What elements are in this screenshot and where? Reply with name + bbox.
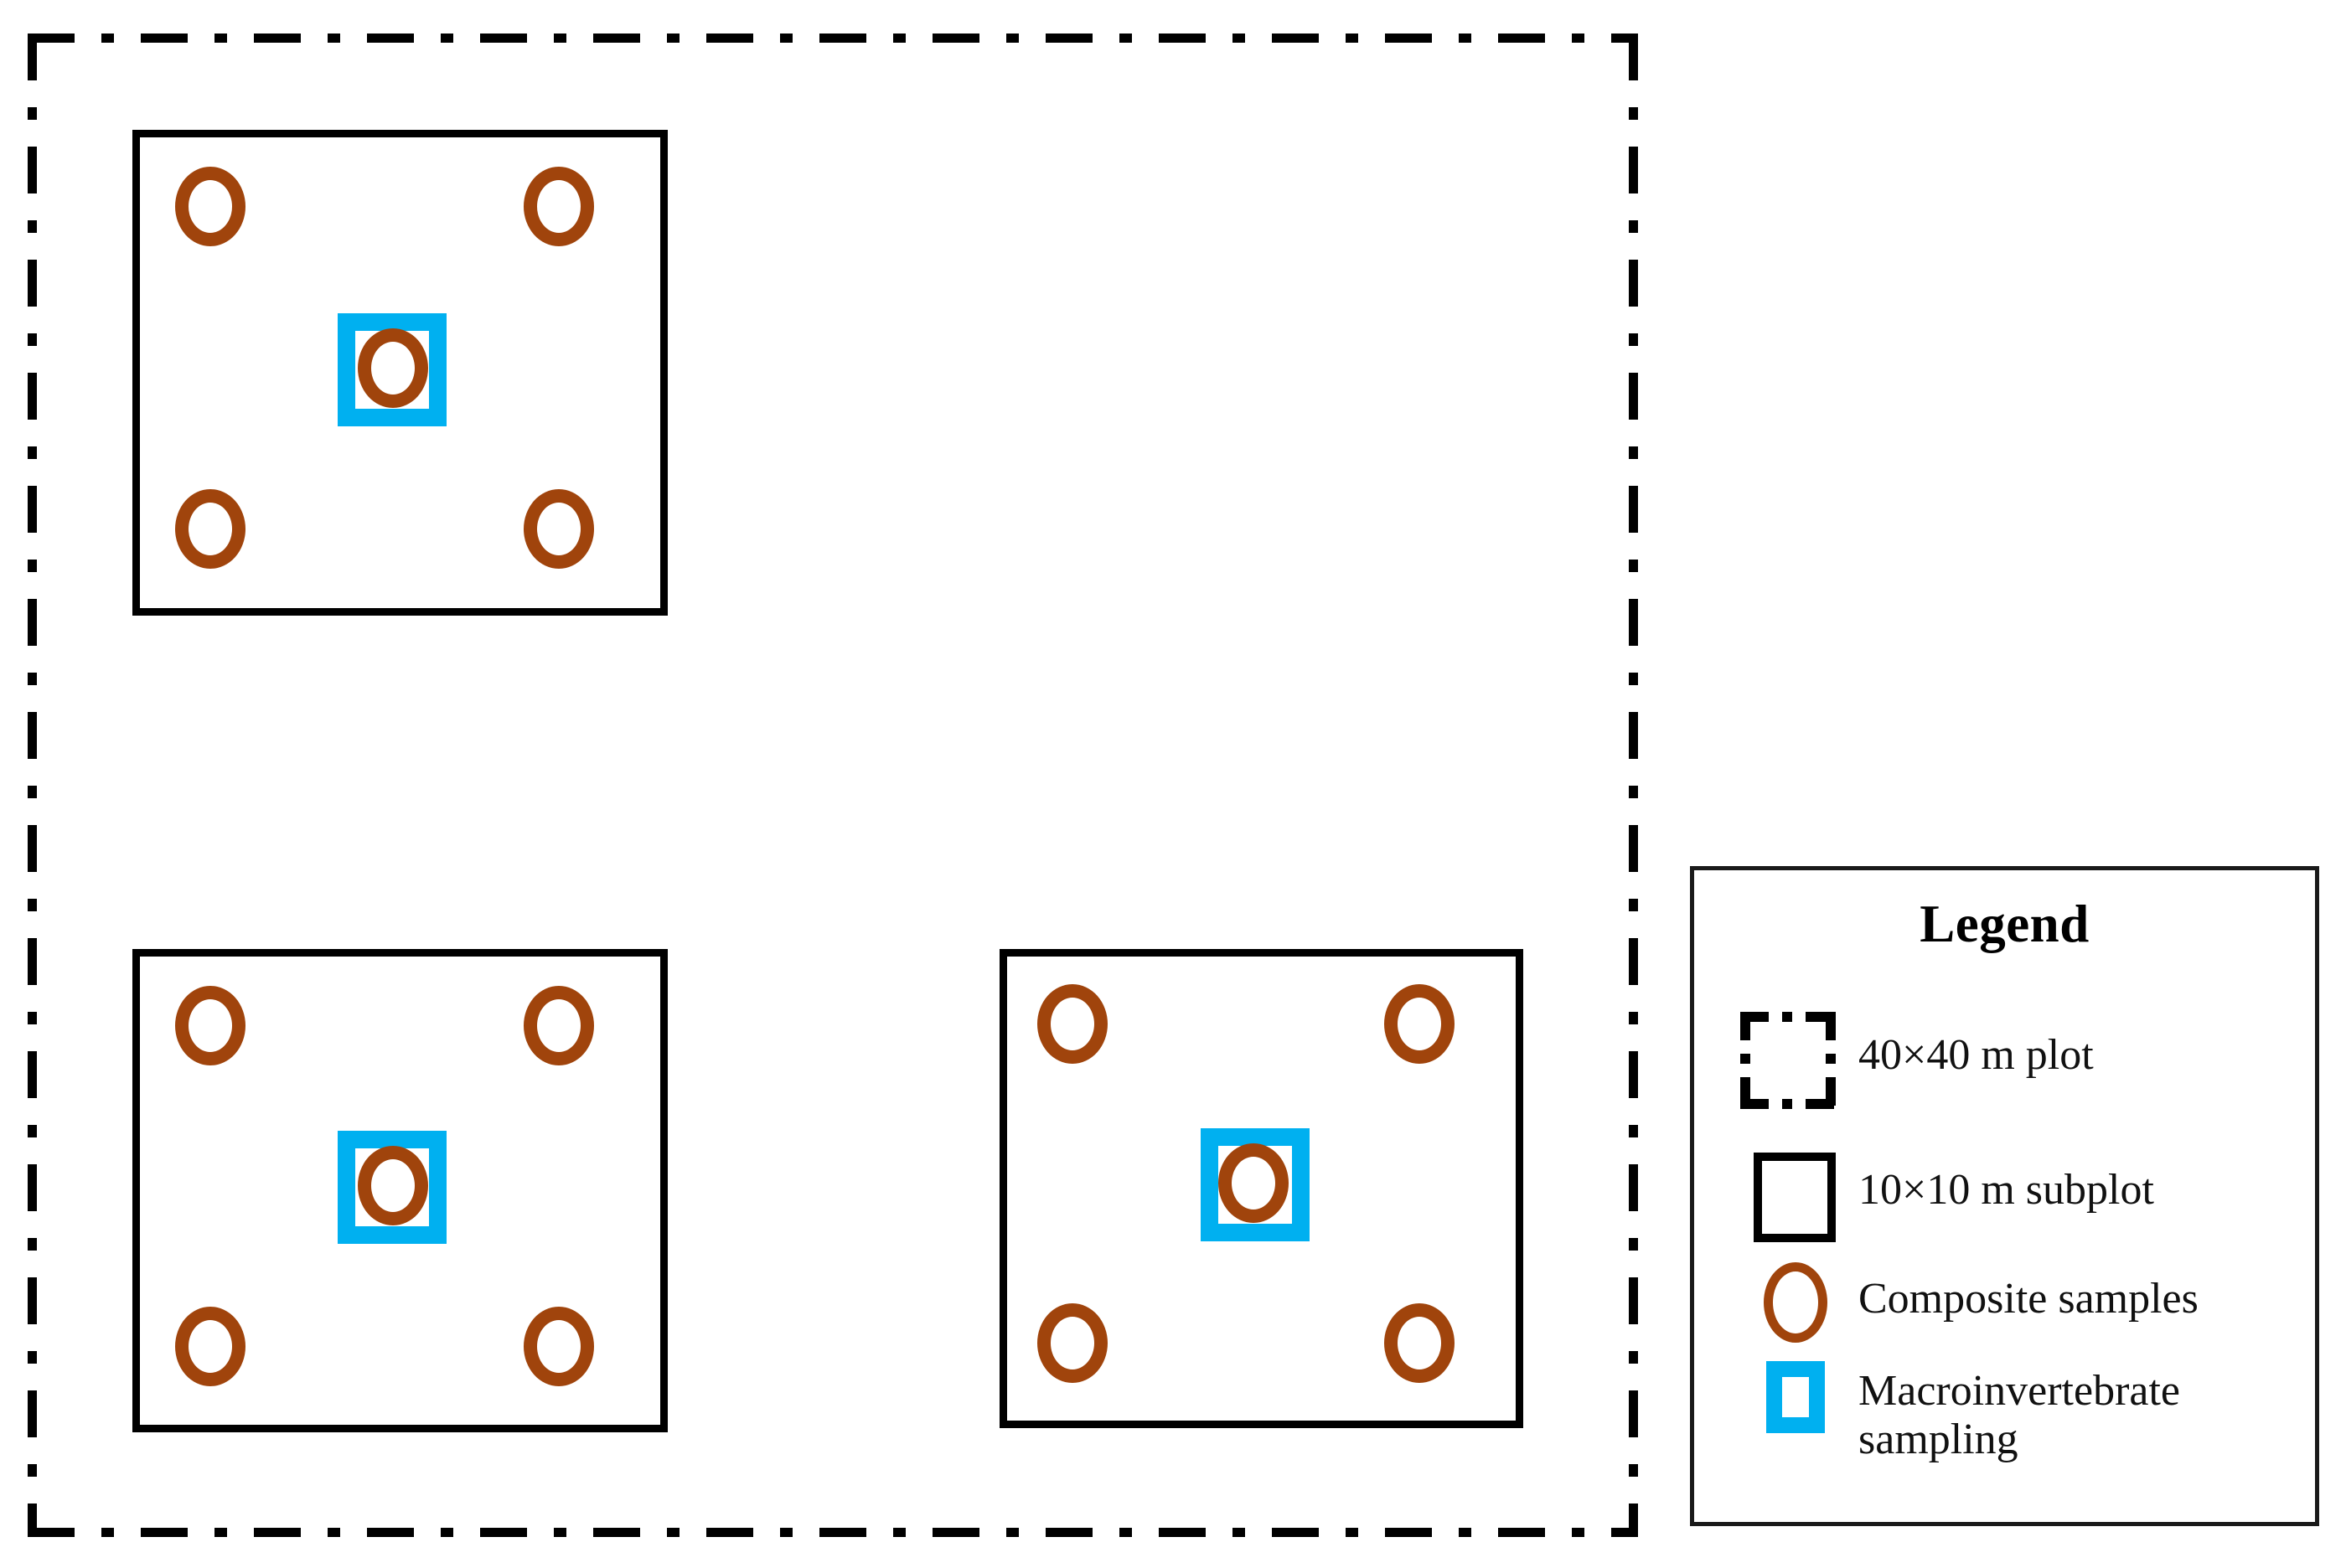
composite-sample-circle [524,1307,594,1386]
dash-dot-edge-top-icon [1740,1012,1836,1022]
legend-title: Legend [1920,895,2090,953]
composite-sample-circle [175,167,245,246]
legend-label-macroinvertebrate: Macroinvertebrate sampling [1858,1367,2181,1464]
dash-dot-square-icon [1740,1012,1836,1109]
dash-dot-edge-right-icon [1826,1012,1836,1109]
composite-sample-circle [175,1307,245,1386]
plot-edge-right-icon [1629,34,1638,1537]
composite-sample-circle [524,167,594,246]
legend-label-composite: Composite samples [1858,1275,2199,1323]
dash-dot-edge-left-icon [1740,1012,1750,1109]
plot-edge-bottom-icon [28,1528,1638,1537]
legend-label-subplot: 10×10 m subplot [1858,1166,2154,1214]
blue-square-icon [1766,1361,1825,1433]
composite-sample-circle [175,489,245,569]
dash-dot-edge-bottom-icon [1740,1099,1836,1109]
legend-label-plot: 40×40 m plot [1858,1031,2094,1079]
macroinvertebrate-sampling-square [338,1131,447,1244]
composite-sample-circle [524,986,594,1065]
subplot-bottom-left [132,949,668,1432]
black-square-icon [1754,1153,1836,1242]
composite-sample-circle [1384,984,1455,1064]
composite-sample-circle [524,489,594,569]
composite-sample-circle [1384,1303,1455,1383]
macroinvertebrate-sampling-square [338,313,447,426]
macroinvertebrate-sampling-square [1201,1128,1310,1241]
composite-sample-circle [175,986,245,1065]
plot-edge-top-icon [28,34,1638,43]
brown-circle-icon [1764,1262,1827,1343]
composite-sample-circle-center [358,1146,428,1225]
plot-edge-left-icon [28,34,37,1537]
legend: Legend 40×40 m plot 10×10 m subplot Comp… [1690,866,2319,1526]
subplot-bottom-right [1000,949,1523,1428]
composite-sample-circle-center [1218,1143,1289,1223]
composite-sample-circle-center [358,328,428,408]
subplot-top-left [132,130,668,616]
composite-sample-circle [1037,984,1108,1064]
composite-sample-circle [1037,1303,1108,1383]
plot-boundary-40x40 [28,34,1638,1537]
